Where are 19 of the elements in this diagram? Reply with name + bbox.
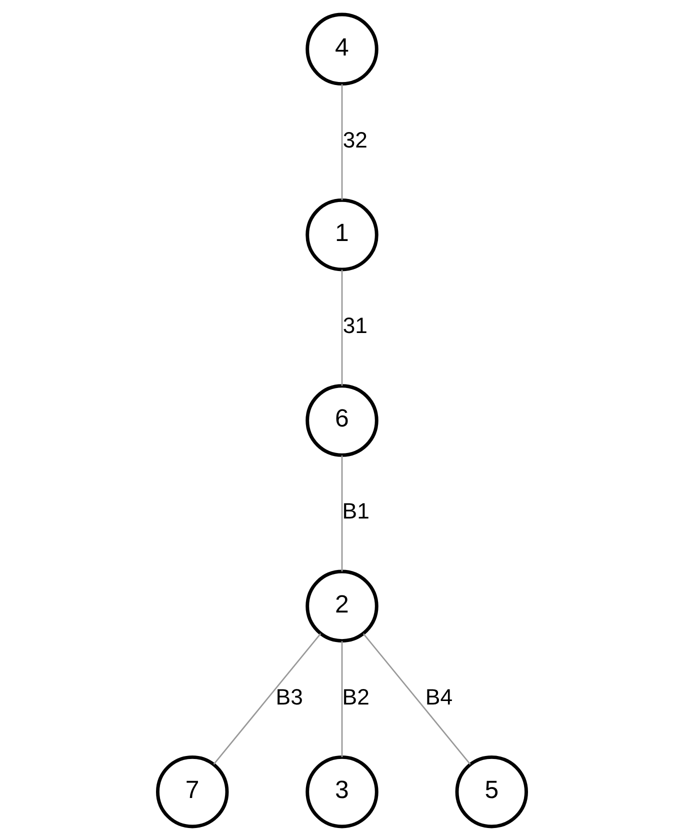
connector [340, 269, 342, 386]
edge-label: 32 [342, 126, 367, 152]
edge-label: B1 [342, 498, 369, 524]
connector [362, 632, 470, 764]
connector [340, 640, 342, 757]
node-circle: 6 [305, 384, 378, 456]
edge-label: B4 [424, 684, 452, 709]
edge-label: B2 [342, 684, 369, 709]
node-circle: 4 [305, 12, 378, 86]
node-circle: 5 [454, 754, 528, 828]
connector [212, 632, 321, 764]
node-circle: 3 [305, 754, 378, 828]
node-circle: 1 [305, 198, 378, 271]
edge-label: B3 [275, 684, 302, 709]
node-circle: 2 [305, 569, 378, 642]
connector [340, 454, 342, 571]
connector [340, 84, 342, 200]
node-circle: 7 [156, 754, 228, 828]
edge-label: 31 [342, 312, 367, 338]
